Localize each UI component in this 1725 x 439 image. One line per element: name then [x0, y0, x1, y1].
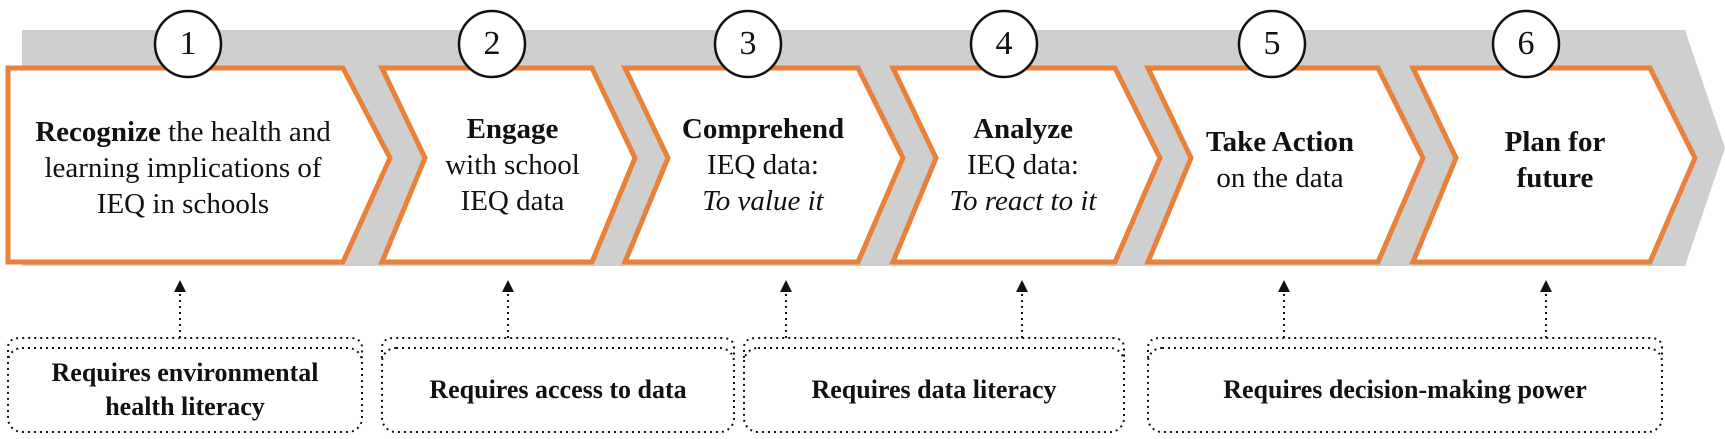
- step-5-description: on the data: [1216, 162, 1344, 194]
- requirement-text-4: Requires decision-making power: [1223, 375, 1587, 404]
- step-2-bold: Engage: [466, 113, 559, 145]
- step-3-bold: Comprehend: [681, 113, 845, 145]
- step-number-1: 1: [179, 25, 197, 62]
- bracket-1: [7, 337, 363, 358]
- step-number-circle-6: [1491, 9, 1561, 79]
- chevron-4: [889, 65, 1163, 265]
- bracket-3: [743, 337, 1125, 358]
- step-number-circle-3: [713, 9, 783, 79]
- connector-4-arrowhead: [1016, 280, 1028, 292]
- step-text-4: Analyze IEQ data: To react to it: [928, 100, 1118, 230]
- chevron-1: [5, 65, 393, 265]
- requirement-box-4: [1147, 347, 1663, 433]
- chevron-2: [378, 65, 638, 265]
- step-text-3: Comprehend IEQ data: To value it: [663, 100, 863, 230]
- step-number-circle-5: [1237, 9, 1307, 79]
- step-text-1: Recognize the health and learning implic…: [28, 84, 338, 252]
- connector-3-arrowhead: [780, 280, 792, 292]
- step-text-5: Take Action on the data: [1180, 110, 1380, 210]
- connector-5-arrowhead: [1278, 280, 1290, 292]
- connector-6-arrowhead: [1540, 280, 1552, 292]
- step-number-circle-1: [153, 9, 223, 79]
- step-number-3: 3: [739, 25, 757, 62]
- step-text-2: Engage with school IEQ data: [425, 100, 600, 230]
- step-4-italic: To react to it: [949, 185, 1097, 217]
- chevron-3: [621, 65, 906, 265]
- connector-2-arrowhead: [502, 280, 514, 292]
- step-3-italic: To value it: [702, 185, 824, 217]
- requirement-text-3: Requires data literacy: [811, 375, 1057, 404]
- step-3-description: IEQ data:: [707, 149, 819, 181]
- step-6-bold: Plan for future: [1504, 126, 1606, 194]
- step-number-circle-2: [457, 9, 527, 79]
- chevron-6: [1409, 65, 1698, 265]
- connector-1-arrowhead: [174, 280, 186, 292]
- step-4-description: IEQ data:: [967, 149, 1079, 181]
- step-4-bold: Analyze: [973, 113, 1073, 145]
- step-1-description: the health and learning implications of …: [44, 116, 331, 220]
- step-2-description: with school IEQ data: [445, 149, 580, 217]
- requirement-box-2: [381, 347, 735, 433]
- step-number-6: 6: [1517, 25, 1535, 62]
- requirement-box-3: [743, 347, 1125, 433]
- requirement-box-1: [7, 347, 363, 433]
- step-text-6: Plan for future: [1480, 110, 1630, 210]
- step-number-2: 2: [483, 25, 501, 62]
- step-number-5: 5: [1263, 25, 1281, 62]
- step-5-bold: Take Action: [1206, 126, 1354, 158]
- requirement-text-2: Requires access to data: [429, 375, 687, 404]
- step-number-4: 4: [995, 25, 1013, 62]
- requirement-text-1: Requires environmental health literacy: [51, 358, 319, 421]
- chevron-5: [1144, 65, 1426, 265]
- step-1-bold: Recognize: [35, 116, 161, 148]
- step-number-circle-4: [969, 9, 1039, 79]
